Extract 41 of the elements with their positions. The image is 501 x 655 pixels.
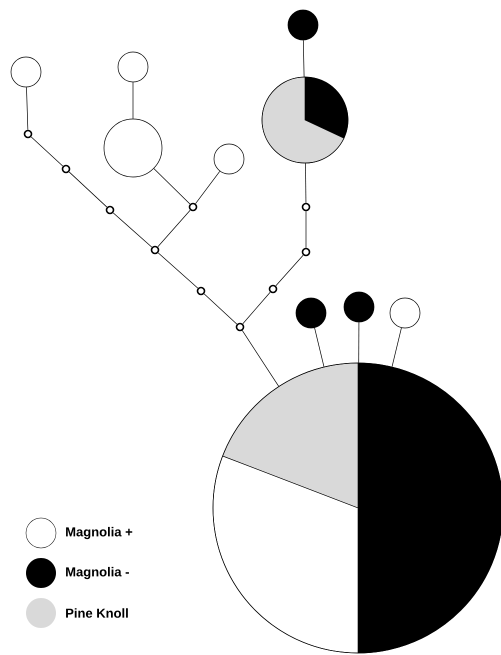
median-vertex (24, 130, 32, 138)
network-line (302, 40, 304, 77)
haplotype-circle (104, 118, 162, 178)
haplotype-circle (288, 10, 318, 40)
network-line (112, 212, 152, 248)
haplotype-circle (10, 56, 42, 88)
median-vertex (188, 202, 198, 212)
haplotype-pie (212, 362, 501, 654)
haplotype-circle (390, 298, 420, 328)
network-line (276, 254, 304, 286)
median-vertex (236, 322, 244, 332)
network-line (305, 163, 306, 204)
haplotype-circle (296, 298, 326, 328)
network-line (242, 292, 271, 324)
median-vertex (302, 248, 310, 256)
network-line (158, 252, 198, 288)
legend-label: Magnolia + (66, 526, 132, 540)
network-line (358, 322, 360, 364)
median-vertex (150, 246, 160, 254)
network-line (26, 87, 28, 130)
median-vertex (106, 206, 114, 214)
haplotype-circle (344, 292, 374, 322)
legend-label: Magnolia - (66, 566, 129, 580)
median-vertex (268, 284, 278, 294)
network-line (30, 136, 64, 166)
median-vertex (302, 202, 310, 212)
legend-label: Pine Knoll (66, 608, 128, 618)
haplotype-circle (214, 144, 244, 174)
median-vertex (196, 286, 206, 296)
network-line (204, 294, 238, 324)
median-vertex (62, 164, 70, 174)
haplotype-pie (262, 76, 348, 164)
network-line (158, 210, 190, 248)
haplotype-circle (118, 52, 148, 82)
network-line (242, 330, 279, 387)
network-line (195, 170, 220, 204)
network-line (154, 168, 190, 204)
network-line (68, 172, 108, 208)
network-line (392, 328, 402, 368)
network-line (314, 328, 324, 368)
network-line (132, 82, 134, 119)
